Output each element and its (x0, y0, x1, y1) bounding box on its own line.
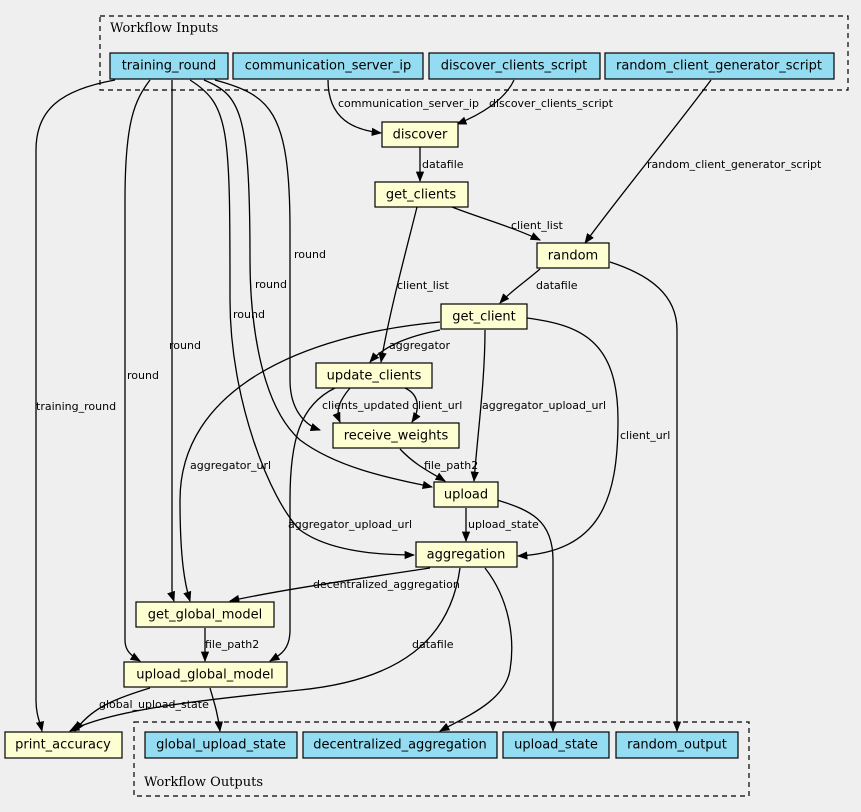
edge-get-clients-update-clients (378, 206, 418, 364)
edge-upload-global-model-print-accuracy (74, 687, 151, 732)
edge-update-clients-receive-weights-a (332, 387, 351, 423)
node-random-client-generator-script[interactable]: random_client_generator_script (604, 52, 835, 80)
node-label: get_client (452, 310, 516, 325)
edge-get-client-aggregation (516, 317, 619, 560)
edge-receive-weights-upload (399, 448, 446, 482)
node-label: communication_server_ip (245, 59, 412, 74)
node-label: upload_global_model (136, 668, 273, 683)
edge-label-clients-updated: clients_updated (322, 399, 409, 412)
edge-random-random-output (609, 261, 682, 733)
edge-label-round-4: round (169, 339, 201, 352)
edge-random-script-random (584, 79, 712, 244)
node-label: aggregation (427, 548, 506, 563)
edge-round-receive-weights (214, 79, 321, 431)
edge-label-client-url-aggregation: client_url (620, 429, 670, 442)
edge-label-aggregator-url: aggregator_url (190, 459, 271, 472)
edge-update-clients-upload-global-model (269, 387, 336, 662)
edge-label-upload-state: upload_state (468, 518, 539, 531)
edge-label-round-3: round (233, 308, 265, 321)
edge-labels: communication_server_ip discover_clients… (36, 97, 822, 711)
edge-label-aggregator-upload-url-ugm: aggregator_upload_url (288, 518, 412, 531)
edge-label-file-path2-upload: file_path2 (424, 459, 478, 472)
edge-update-clients-receive-weights-b (404, 387, 421, 423)
node-label: training_round (122, 59, 217, 74)
edges (35, 79, 712, 733)
node-training-round[interactable]: training_round (109, 52, 229, 80)
edge-training-round-print-accuracy (35, 79, 116, 733)
workflow-outputs-label: Workflow Outputs (144, 775, 263, 790)
node-get-clients[interactable]: get_clients (374, 181, 469, 208)
node-label: upload_state (514, 738, 598, 753)
node-label: upload (444, 488, 488, 503)
edge-label-decentralized-aggregation: decentralized_aggregation (313, 578, 460, 591)
edge-label-datafile-random: datafile (536, 279, 578, 292)
node-global-upload-state[interactable]: global_upload_state (144, 731, 298, 759)
node-label: random_output (627, 738, 727, 753)
edge-label-global-upload-state: global_upload_state (99, 698, 209, 711)
node-label: update_clients (327, 369, 422, 384)
node-communication-server-ip[interactable]: communication_server_ip (232, 52, 424, 80)
node-aggregation[interactable]: aggregation (415, 541, 518, 568)
edge-aggregation-decentralized-aggregation (439, 567, 513, 732)
edge-label-file-path2-ugm: file_path2 (205, 638, 259, 651)
edge-round-upload (203, 79, 434, 490)
edge-round-aggregation (189, 79, 416, 560)
node-random[interactable]: random (536, 242, 610, 269)
node-decentralized-aggregation[interactable]: decentralized_aggregation (302, 731, 498, 759)
edge-get-client-get-global-model (179, 321, 441, 602)
node-label: print_accuracy (15, 738, 111, 753)
node-get-client[interactable]: get_client (440, 303, 528, 330)
node-label: discover_clients_script (441, 59, 587, 74)
node-upload[interactable]: upload (433, 481, 499, 508)
node-label: global_upload_state (156, 738, 286, 753)
edge-label-client-list-update: client_list (397, 279, 450, 292)
node-label: get_global_model (148, 608, 262, 623)
edge-label-round-1: round (294, 248, 326, 261)
edge-get-client-upload (470, 329, 486, 483)
node-label: discover (393, 128, 448, 143)
edge-aggregation-print-accuracy (69, 567, 461, 732)
node-receive-weights[interactable]: receive_weights (332, 422, 460, 449)
workflow-outputs-cluster: Workflow Outputs (133, 721, 750, 797)
edge-label-aggregator: aggregator (389, 339, 451, 352)
edge-upload-upload-state (496, 499, 558, 733)
node-label: get_clients (386, 188, 457, 203)
workflow-inputs-label: Workflow Inputs (110, 21, 218, 36)
node-label: decentralized_aggregation (313, 738, 487, 753)
edge-label-datafile-print: datafile (412, 638, 454, 651)
node-get-global-model[interactable]: get_global_model (135, 601, 275, 628)
edge-round-upload-global-model (124, 79, 151, 662)
edge-label-round-2: round (255, 278, 287, 291)
edge-label-training-round: training_round (36, 400, 116, 413)
edge-label-discover-clients-script: discover_clients_script (489, 97, 614, 110)
node-update-clients[interactable]: update_clients (315, 362, 433, 389)
edge-get-client-update-clients (369, 329, 441, 363)
edge-label-random-client-generator-script: random_client_generator_script (647, 158, 822, 171)
edge-aggregation-get-global-model (228, 567, 431, 604)
edge-label-client-list-random: client_list (511, 219, 564, 232)
edge-label-client-url-receive: client_url (412, 399, 462, 412)
node-label: receive_weights (344, 429, 449, 444)
node-upload-global-model[interactable]: upload_global_model (123, 661, 288, 688)
node-print-accuracy[interactable]: print_accuracy (4, 731, 123, 759)
node-discover-clients-script[interactable]: discover_clients_script (428, 52, 601, 80)
edge-label-communication-server-ip: communication_server_ip (338, 97, 479, 110)
edge-get-clients-random (451, 206, 541, 241)
edge-upload-global-model-global-upload-state (209, 687, 223, 733)
edge-label-round-5: round (127, 369, 159, 382)
edge-random-get-client (499, 268, 541, 304)
node-label: random (548, 249, 598, 264)
edge-comm-ip-discover (327, 79, 383, 137)
edge-label-datafile-discover: datafile (422, 158, 464, 171)
node-label: random_client_generator_script (616, 59, 822, 74)
edge-round-get-global-model (167, 80, 175, 602)
node-random-output[interactable]: random_output (615, 731, 739, 759)
node-upload-state[interactable]: upload_state (502, 731, 610, 759)
edge-label-aggregator-upload-url-upload: aggregator_upload_url (482, 399, 606, 412)
edge-discover-script-discover (456, 79, 515, 125)
workflow-inputs-cluster: Workflow Inputs (99, 15, 849, 91)
node-discover[interactable]: discover (381, 121, 459, 148)
